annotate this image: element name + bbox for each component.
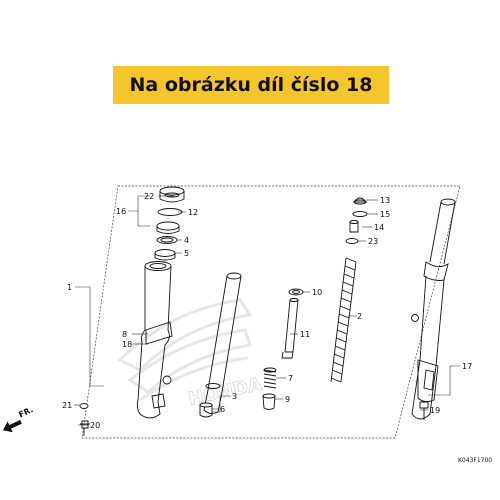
fork-spring bbox=[330, 257, 357, 383]
callout-2: 2 bbox=[357, 312, 362, 321]
diagram-code: K043F1700 bbox=[458, 457, 492, 464]
callout-19: 19 bbox=[430, 406, 440, 415]
callout-21: 21 bbox=[62, 401, 72, 410]
callout-3: 3 bbox=[232, 392, 237, 401]
callout-13: 13 bbox=[380, 196, 390, 205]
callout-22: 22 bbox=[144, 192, 154, 201]
damper-rod-assembly bbox=[262, 288, 304, 410]
callout-16: 16 bbox=[116, 207, 126, 216]
fork-slider-assembly bbox=[136, 186, 185, 419]
callout-23: 23 bbox=[368, 237, 378, 246]
assembly-frame bbox=[81, 185, 461, 439]
right-fork-leg bbox=[411, 198, 456, 420]
front-direction-label: FR. bbox=[17, 405, 34, 419]
callout-9: 9 bbox=[285, 395, 290, 404]
callout-18: 18 bbox=[122, 340, 132, 349]
drain-bolt-and-washer bbox=[79, 403, 90, 436]
front-direction-arrow: FR. bbox=[2, 405, 35, 433]
callout-1: 1 bbox=[67, 283, 72, 292]
part-number-banner: Na obrázku díl číslo 18 bbox=[113, 66, 389, 104]
callout-17: 17 bbox=[462, 362, 472, 371]
banner-text: Na obrázku díl číslo 18 bbox=[129, 74, 373, 96]
callout-6: 6 bbox=[220, 405, 225, 414]
callout-8: 8 bbox=[122, 330, 127, 339]
honda-watermark-text: HONDA bbox=[187, 374, 264, 410]
callout-15: 15 bbox=[380, 210, 390, 219]
callout-7: 7 bbox=[288, 374, 293, 383]
callout-10: 10 bbox=[312, 288, 322, 297]
callout-12: 12 bbox=[188, 208, 198, 217]
inner-fork-tube bbox=[199, 272, 242, 418]
callout-14: 14 bbox=[374, 223, 384, 232]
callout-20: 20 bbox=[90, 421, 100, 430]
callout-labels: 1 2 3 4 5 6 7 8 9 10 11 12 13 14 15 16 1… bbox=[62, 192, 472, 430]
callout-4: 4 bbox=[184, 236, 189, 245]
callout-11: 11 bbox=[300, 330, 310, 339]
fork-cap-parts bbox=[345, 197, 368, 244]
leader-lines bbox=[74, 195, 460, 426]
callout-5: 5 bbox=[184, 249, 189, 258]
